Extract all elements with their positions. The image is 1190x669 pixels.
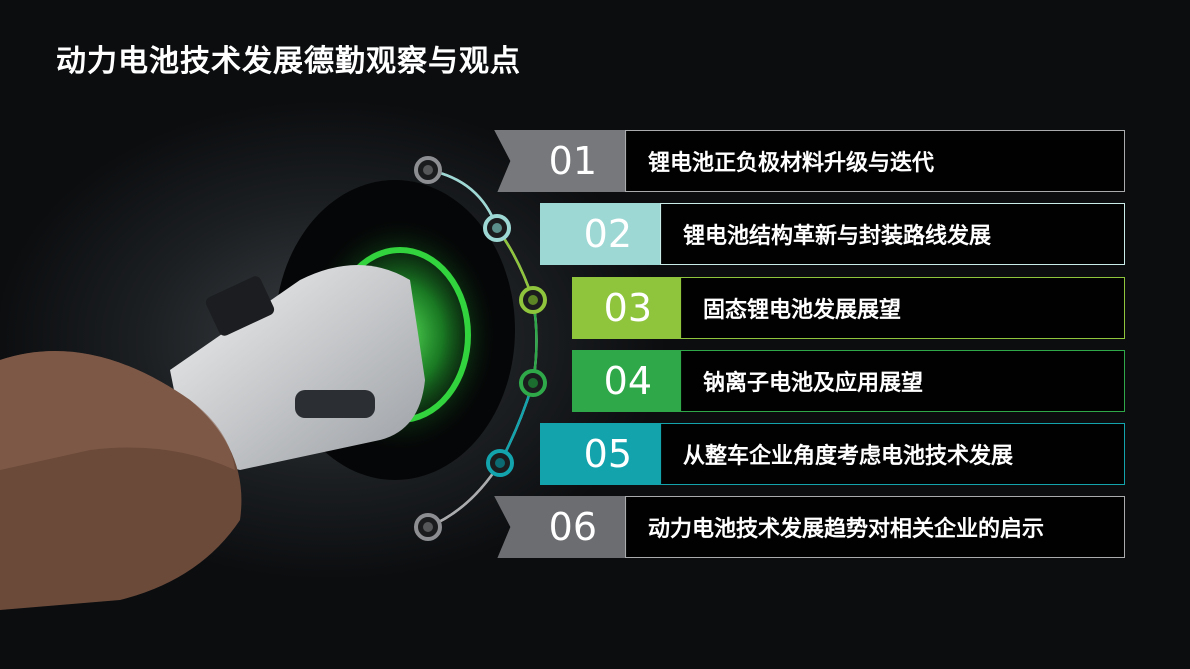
ring-node-icon-01	[414, 156, 442, 184]
item-number-05: 05	[540, 423, 662, 485]
item-number-text: 06	[548, 505, 597, 549]
agenda-item-03[interactable]: 03 固态锂电池发展展望	[572, 277, 1125, 339]
agenda-item-04[interactable]: 04 钠离子电池及应用展望	[572, 350, 1125, 412]
ring-node-icon-03	[519, 286, 547, 314]
agenda-item-06[interactable]: 06 动力电池技术发展趋势对相关企业的启示	[465, 496, 1125, 558]
agenda-item-01[interactable]: 01 锂电池正负极材料升级与迭代	[465, 130, 1125, 192]
item-label-06: 动力电池技术发展趋势对相关企业的启示	[625, 496, 1125, 558]
item-number-06: 06	[494, 496, 627, 558]
page-title: 动力电池技术发展德勤观察与观点	[56, 44, 521, 79]
item-number-03: 03	[572, 277, 682, 339]
item-number-04: 04	[572, 350, 682, 412]
item-number-01: 01	[465, 130, 627, 192]
agenda-item-02[interactable]: 02 锂电池结构革新与封装路线发展	[540, 203, 1125, 265]
item-label-02: 锂电池结构革新与封装路线发展	[660, 203, 1125, 265]
item-label-04: 钠离子电池及应用展望	[680, 350, 1125, 412]
ring-node-icon-02	[483, 214, 511, 242]
ring-node-icon-04	[519, 369, 547, 397]
item-label-05: 从整车企业角度考虑电池技术发展	[660, 423, 1125, 485]
item-number-text: 05	[583, 432, 632, 476]
item-number-text: 01	[548, 139, 597, 183]
ring-node-icon-05	[486, 449, 514, 477]
item-number-02: 02	[540, 203, 662, 265]
item-number-text: 03	[603, 286, 652, 330]
ring-node-icon-06	[414, 513, 442, 541]
item-number-text: 04	[603, 359, 652, 403]
agenda-item-05[interactable]: 05 从整车企业角度考虑电池技术发展	[540, 423, 1125, 485]
item-label-01: 锂电池正负极材料升级与迭代	[625, 130, 1125, 192]
item-label-03: 固态锂电池发展展望	[680, 277, 1125, 339]
item-number-text: 02	[583, 212, 632, 256]
